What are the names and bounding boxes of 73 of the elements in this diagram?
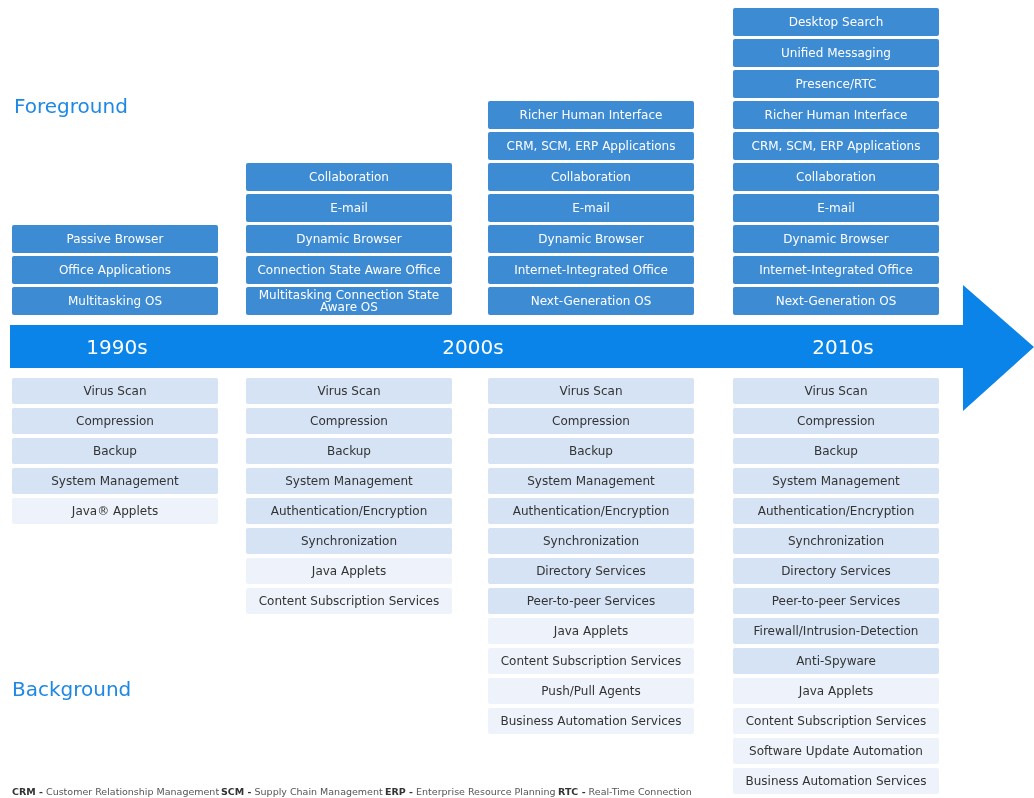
foreground-feature-box: Desktop Search [733,8,939,36]
background-service-box: Directory Services [733,558,939,584]
decade-label: 2010s [812,335,874,359]
background-service-box: System Management [733,468,939,494]
background-service-box: Content Subscription Services [488,648,694,674]
foreground-feature-box: Internet-Integrated Office [488,256,694,284]
abbreviation-note: ERP - Enterprise Resource Planning [385,786,556,797]
foreground-feature-box: Presence/RTC [733,70,939,98]
background-service-box: Compression [12,408,218,434]
foreground-feature-box: Passive Browser [12,225,218,253]
background-service-box: Peer-to-peer Services [733,588,939,614]
abbreviation-note: CRM - Customer Relationship Management [12,786,220,797]
background-service-box: Backup [733,438,939,464]
background-service-box: Content Subscription Services [246,588,452,614]
foreground-feature-box: Next-Generation OS [488,287,694,315]
foreground-feature-box: E-mail [733,194,939,222]
foreground-feature-box: CRM, SCM, ERP Applications [488,132,694,160]
background-service-box: Virus Scan [733,378,939,404]
foreground-feature-box: E-mail [488,194,694,222]
background-service-box: Synchronization [733,528,939,554]
background-service-box: Backup [246,438,452,464]
background-service-box: Java Applets [246,558,452,584]
background-service-box: Virus Scan [246,378,452,404]
background-service-box: Virus Scan [488,378,694,404]
foreground-feature-box: Office Applications [12,256,218,284]
background-service-box: Business Automation Services [488,708,694,734]
foreground-feature-box: Richer Human Interface [733,101,939,129]
background-service-box: System Management [12,468,218,494]
background-service-box: System Management [488,468,694,494]
background-service-box: System Management [246,468,452,494]
background-service-box: Firewall/Intrusion-Detection [733,618,939,644]
section-heading: Background [12,677,132,701]
background-service-box: Content Subscription Services [733,708,939,734]
foreground-feature-box: E-mail [246,194,452,222]
background-service-box: Synchronization [246,528,452,554]
abbreviation-note: SCM - Supply Chain Management [221,786,383,797]
section-heading: Foreground [14,94,128,118]
background-service-box: Peer-to-peer Services [488,588,694,614]
background-service-box: Authentication/Encryption [246,498,452,524]
foreground-feature-box: Collaboration [733,163,939,191]
background-service-box: Authentication/Encryption [488,498,694,524]
foreground-feature-box: Multitasking Connection State Aware OS [246,287,452,315]
background-service-box: Authentication/Encryption [733,498,939,524]
foreground-feature-box: Next-Generation OS [733,287,939,315]
foreground-feature-box: Internet-Integrated Office [733,256,939,284]
background-service-box: Backup [488,438,694,464]
background-service-box: Compression [246,408,452,434]
foreground-feature-box: Dynamic Browser [488,225,694,253]
foreground-feature-box: Richer Human Interface [488,101,694,129]
foreground-feature-box: CRM, SCM, ERP Applications [733,132,939,160]
foreground-feature-box: Connection State Aware Office [246,256,452,284]
background-service-box: Business Automation Services [733,768,939,794]
background-service-box: Directory Services [488,558,694,584]
foreground-feature-box: Unified Messaging [733,39,939,67]
foreground-feature-box: Collaboration [246,163,452,191]
abbreviation-note: RTC - Real-Time Connection [558,786,692,797]
background-service-box: Backup [12,438,218,464]
background-service-box: Synchronization [488,528,694,554]
background-service-box: Virus Scan [12,378,218,404]
decade-label: 1990s [86,335,148,359]
background-service-box: Compression [488,408,694,434]
foreground-feature-box: Collaboration [488,163,694,191]
background-service-box: Anti-Spyware [733,648,939,674]
background-service-box: Java® Applets [12,498,218,524]
background-service-box: Java Applets [488,618,694,644]
background-service-box: Java Applets [733,678,939,704]
background-service-box: Push/Pull Agents [488,678,694,704]
decade-label: 2000s [442,335,504,359]
foreground-feature-box: Dynamic Browser [733,225,939,253]
foreground-feature-box: Multitasking OS [12,287,218,315]
foreground-feature-box: Dynamic Browser [246,225,452,253]
background-service-box: Compression [733,408,939,434]
background-service-box: Software Update Automation [733,738,939,764]
